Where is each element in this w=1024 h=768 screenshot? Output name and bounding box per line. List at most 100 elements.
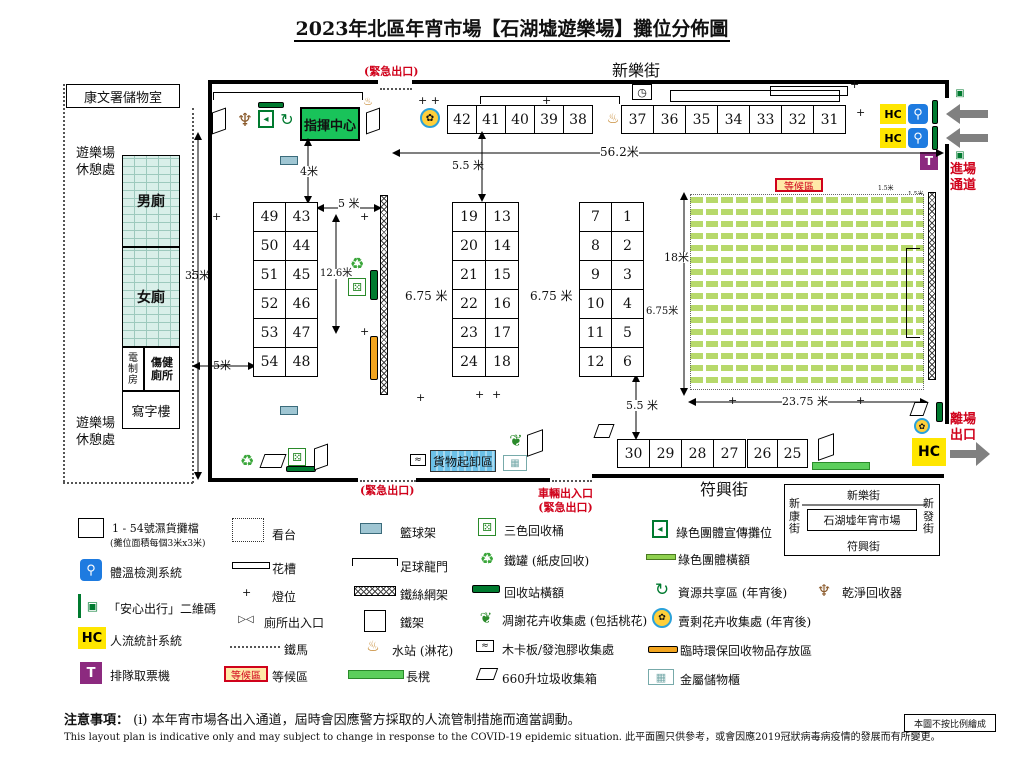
stall-8: 8 — [580, 232, 612, 261]
legend-hc: 人流統計系統 — [110, 634, 183, 648]
command-centre: 指揮中心 — [300, 107, 360, 141]
stall-43: 43 — [286, 203, 318, 232]
legend-leave-home: 「安心出行」二維碼 — [108, 602, 217, 616]
clean-recycler-icon: ♆ — [236, 109, 254, 131]
stall-12: 12 — [580, 348, 612, 377]
dim-6-75-b: 6.75 米 — [530, 289, 573, 303]
surplus-flower-right: ✿ — [914, 418, 930, 434]
legend-iron-stand: 鐵架 — [400, 616, 425, 630]
legend-recycle-banner-icon — [472, 585, 500, 593]
lamp-marker: + — [360, 325, 370, 338]
stall-38: 38 — [564, 106, 593, 134]
rest-area-top: 遊樂場休憩處 — [76, 146, 116, 178]
legend-iron-stand-icon — [364, 610, 386, 632]
legend-mesh-icon — [354, 586, 396, 596]
stall-13: 13 — [486, 203, 519, 232]
gray-right-arrow-icon — [950, 442, 990, 466]
gray-left-arrow-icon — [946, 104, 988, 148]
goal-top-right — [670, 90, 840, 102]
legend-paper-icon: ♻ — [479, 548, 495, 568]
goods-loading-area: 貨物起卸區 — [430, 450, 496, 472]
stall-42: 42 — [448, 106, 477, 134]
male-toilet: 男廁 — [122, 155, 180, 247]
bottom-left-boundary — [63, 482, 193, 484]
mesh-fence-left — [380, 195, 388, 395]
legend-waiting-icon: 等候區 — [224, 666, 268, 682]
legend-green-banner: 綠色團體橫額 — [678, 553, 751, 567]
stall-30: 30 — [618, 440, 650, 468]
wall-top-left — [208, 80, 378, 84]
note-line1: 注意事項： (i) 本年宵市場各出入通道，屆時會因應警方採取的人流管制措施而適當… — [64, 713, 581, 728]
legend-lamp-icon: + — [242, 586, 252, 599]
stall-15: 15 — [486, 261, 519, 290]
stall-22: 22 — [453, 290, 486, 319]
leave-home-qr-icon-1: ▣ — [955, 87, 965, 99]
stall-36: 36 — [654, 106, 686, 134]
dim-5-5-top: 5.5 米 — [452, 159, 484, 172]
flower-collection-icon: ❦ — [509, 430, 523, 450]
surplus-flower-icon: ✿ — [420, 108, 440, 128]
legend-recycle3-icon: ⚄ — [478, 518, 496, 536]
three-color-bin-bottom: ⚄ — [288, 448, 306, 466]
left-inner-boundary — [192, 108, 194, 483]
basketball-rack-bottom — [280, 406, 298, 415]
legend-water: 水站 (淋花) — [392, 644, 454, 658]
dim-5-5-bottom: 5.5 米 — [626, 399, 658, 412]
bench-bottom — [812, 462, 870, 470]
lamp-marker: + — [542, 94, 552, 107]
legend-stalls-sub: (攤位面積每個3米x3米) — [110, 539, 206, 549]
left-boundary — [63, 84, 65, 482]
legend-goal-icon — [352, 558, 398, 566]
street-south: 符興街 — [700, 480, 749, 499]
stall-26: 26 — [748, 440, 778, 468]
stall-46: 46 — [286, 290, 318, 319]
hc-counter-exit: HC — [912, 438, 946, 466]
leave-home-qr-icon-2: ▣ — [955, 149, 965, 161]
legend-temp-store-icon — [648, 646, 678, 653]
leave-home-bar-1 — [932, 100, 938, 124]
keymap-south: 符興街 — [847, 540, 880, 553]
stall-52: 52 — [254, 290, 286, 319]
vehicle-exit: 車輛出入口(緊急出口) — [538, 487, 593, 514]
recycle-banner-bottom — [286, 466, 316, 472]
waiting-area-label: 等候區 — [775, 178, 823, 193]
legend-recycle-banner: 回收站橫額 — [504, 586, 565, 600]
legend-clean-icon: ♆ — [816, 580, 832, 600]
wall-bottom-right — [592, 474, 944, 478]
legend-wood: 木卡板/發泡膠收集處 — [502, 643, 615, 657]
stall-51: 51 — [254, 261, 286, 290]
stall-5: 5 — [612, 319, 644, 348]
stall-14: 14 — [486, 232, 519, 261]
entry-label: 進場通道 — [950, 162, 977, 193]
lamp-marker: + — [212, 210, 222, 223]
legend-green-stall-icon: ◂ — [652, 520, 668, 538]
stall-37: 37 — [622, 106, 654, 134]
water-station-icon: ♨ — [606, 111, 620, 127]
female-toilet: 女廁 — [122, 247, 180, 347]
legend-green-banner-icon — [646, 554, 676, 560]
legend-water-icon: ♨ — [366, 637, 380, 655]
keymap-east: 新發街 — [923, 497, 934, 536]
stall-18: 18 — [486, 348, 519, 377]
stall-53: 53 — [254, 319, 286, 348]
recycle-icon-bottom: ♻ — [239, 450, 255, 470]
hc-counter-2: HC — [880, 128, 906, 148]
legend-planter-icon — [232, 562, 270, 569]
lamp-marker: + — [492, 388, 502, 401]
stall-45: 45 — [286, 261, 318, 290]
legend-surplus: 賣剩花卉收集處 (年宵後) — [678, 615, 812, 629]
arrow-in-1 — [946, 104, 988, 124]
stall-44: 44 — [286, 232, 318, 261]
wall-right-mid — [945, 144, 949, 404]
page-title: 2023年北區年宵市場【石湖墟遊樂場】攤位分佈圖 — [293, 18, 731, 42]
wall-right-top — [945, 80, 949, 98]
mesh-fence-right — [928, 192, 936, 380]
goal-top-left — [213, 92, 363, 100]
dim-5-mid: 5 米 — [338, 197, 360, 210]
stall-29: 29 — [650, 440, 682, 468]
